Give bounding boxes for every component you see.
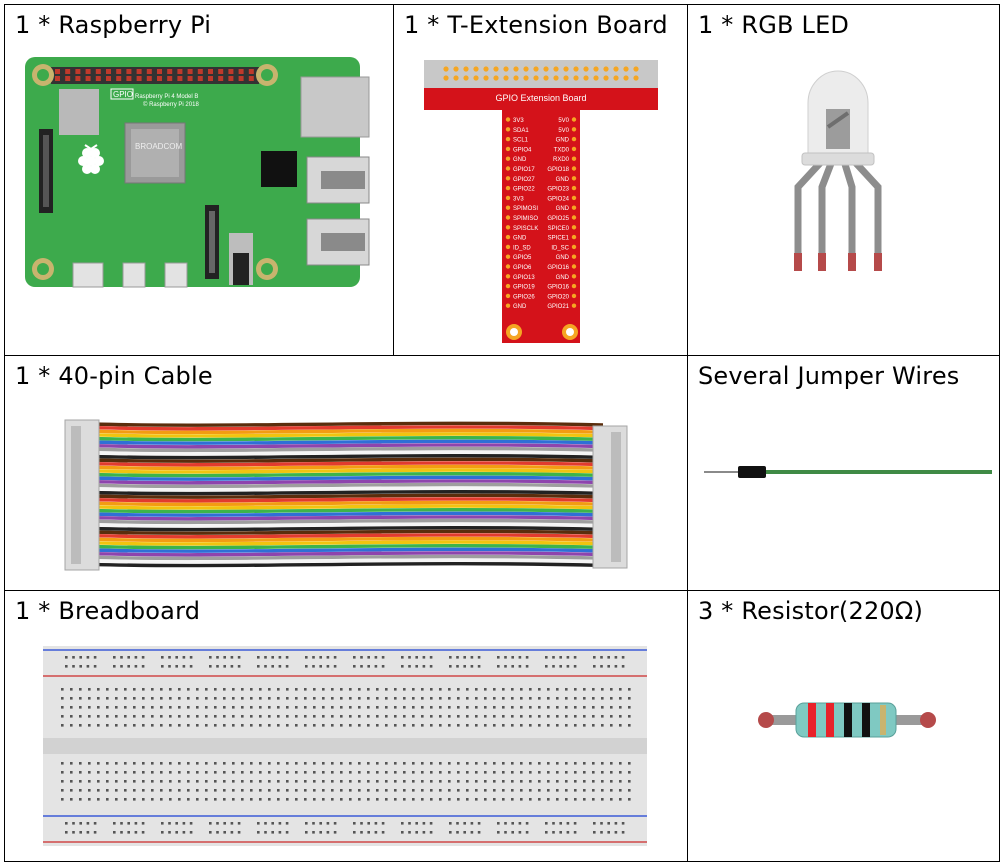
t-board-left-pin-label: GPIO17 [513,167,535,173]
t-extension-board-image: GPIO Extension Board 3V3SDA1SCL1GPIO4GND… [424,60,658,343]
t-board-left-pin-label: GND [513,304,527,310]
t-board-right-pin-label: ID_SC [551,245,569,251]
t-board-left-pin-label: 3V3 [513,196,524,202]
t-board-left-pin-label: 3V3 [513,118,524,124]
rainbow-ribbon-cable-image [64,419,628,571]
item-title-breadboard: 1 * Breadboard [15,597,201,625]
t-board-left-pin-label: SCL1 [513,138,529,144]
item-title-raspberry-pi: 1 * Raspberry Pi [15,11,212,39]
pi-copyright-label: © Raspberry Pi 2018 [143,101,199,108]
t-board-right-pin-label: 5V0 [558,128,569,134]
t-board-left-pin-label: GPIO4 [513,147,532,153]
t-board-left-pin-label: GPIO27 [513,177,535,183]
breadboard-image [43,646,647,846]
rgb-led-image [794,70,882,271]
cell-raspberry-pi: 1 * Raspberry Pi GPIO Raspberry Pi 4 Mod… [4,4,393,355]
pi-gpio-tag: GPIO [113,90,133,99]
resistor-image [758,702,936,738]
t-board-right-pin-label: GPIO16 [547,265,569,271]
t-board-header-label: GPIO Extension Board [495,93,586,103]
t-board-right-pin-label: GND [556,275,570,281]
pi-chip-label: BROADCOM [135,142,182,151]
cell-jumper-wires: Several Jumper Wires [687,355,1000,590]
table-right-border [999,4,1000,862]
t-board-right-pin-label: GPIO18 [547,167,569,173]
t-board-left-pin-label: SDA1 [513,128,529,134]
item-title-cable: 1 * 40-pin Cable [15,362,213,390]
cell-resistor: 3 * Resistor(220Ω) [687,590,1000,862]
t-board-right-pin-label: GND [556,138,570,144]
item-title-resistor: 3 * Resistor(220Ω) [698,597,924,625]
components-table: 1 * Raspberry Pi GPIO Raspberry Pi 4 Mod… [4,4,1000,862]
t-board-left-pin-label: ID_SD [513,245,531,251]
t-board-left-pin-label: GPIO13 [513,275,535,281]
cell-40-pin-cable: 1 * 40-pin Cable [4,355,687,590]
table-bottom-border [4,861,1000,862]
t-board-left-pin-label: GPIO26 [513,294,535,300]
t-board-right-pin-label: 5V0 [558,118,569,124]
t-board-right-pin-label: GPIO23 [547,187,569,193]
t-board-left-pin-label: GND [513,236,527,242]
t-board-right-pin-label: GPIO24 [547,196,569,202]
cell-t-extension-board: 1 * T-Extension Board GPIO Extension Boa… [393,4,687,355]
t-board-left-pin-label: GPIO6 [513,265,532,271]
t-board-left-pin-label: GPIO5 [513,255,532,261]
item-title-t-board: 1 * T-Extension Board [404,11,668,39]
t-board-right-pin-label: GPIO16 [547,285,569,291]
t-board-left-pin-label: SPIMOSI [513,206,538,212]
t-board-right-pin-label: GND [556,206,570,212]
t-board-left-pin-label: GND [513,157,527,163]
t-board-right-pin-label: GPIO25 [547,216,569,222]
t-board-right-pin-label: RXD0 [553,157,570,163]
t-board-right-pin-label: GPIO20 [547,294,569,300]
t-board-left-pin-label: GPIO19 [513,285,535,291]
t-board-right-pin-label: TXD0 [554,147,570,153]
raspberry-pi-board-image: GPIO Raspberry Pi 4 Model B © Raspberry … [25,57,370,288]
t-board-right-pin-label: GND [556,177,570,183]
pi-model-label: Raspberry Pi 4 Model B [135,94,198,100]
t-board-right-pin-label: SPICE1 [548,236,570,242]
t-board-left-pin-label: SPIMISO [513,216,538,222]
item-title-jumper: Several Jumper Wires [698,362,960,390]
t-board-right-pin-label: GPIO21 [547,304,569,310]
cell-breadboard: 1 * Breadboard [4,590,687,862]
t-board-left-pin-label: SPISCLK [513,226,538,232]
t-board-right-pin-label: GND [556,255,570,261]
item-title-rgb-led: 1 * RGB LED [698,11,850,39]
t-board-left-pin-label: GPIO22 [513,187,535,193]
raspberry-logo-icon [78,144,104,174]
cell-rgb-led: 1 * RGB LED [687,4,1000,355]
jumper-wire-image [704,466,992,478]
t-board-right-pin-label: SPICE0 [548,226,570,232]
